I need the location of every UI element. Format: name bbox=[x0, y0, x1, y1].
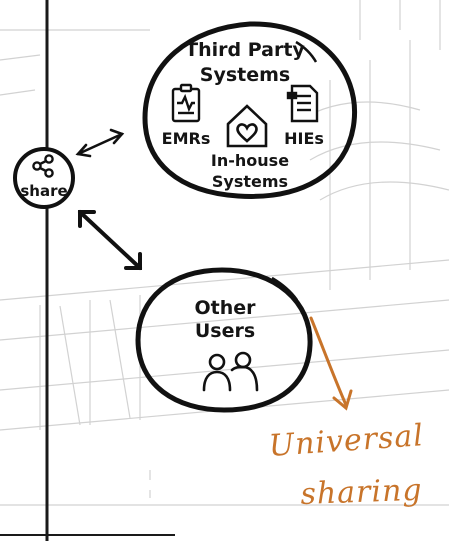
share-icon bbox=[32, 154, 54, 178]
third-party-title-line2: Systems bbox=[199, 64, 291, 86]
other-users-line2: Users bbox=[194, 320, 256, 342]
third-party-circle bbox=[142, 21, 358, 199]
background-sketch bbox=[0, 0, 449, 506]
share-label: share bbox=[20, 182, 68, 200]
hies-label: HIEs bbox=[284, 129, 324, 148]
inhouse-label-line2: Systems bbox=[211, 172, 289, 191]
other-users-line1: Other bbox=[194, 297, 256, 319]
document-icon bbox=[286, 84, 319, 123]
house-heart-icon bbox=[226, 104, 268, 148]
share-circle bbox=[13, 147, 75, 209]
emrs-label: EMRs bbox=[161, 129, 211, 148]
universal-sharing-line2: sharing bbox=[299, 472, 424, 512]
clipboard-icon bbox=[171, 83, 201, 123]
universal-sharing-arrow bbox=[309, 316, 353, 411]
arrow-share-users bbox=[78, 210, 142, 270]
inhouse-label-line1: In-house bbox=[210, 151, 290, 170]
other-users-circle bbox=[135, 267, 313, 413]
arrow-share-thirdparty bbox=[75, 128, 125, 158]
third-party-title-line1: Third Party bbox=[185, 39, 305, 61]
users-icon bbox=[202, 351, 259, 392]
